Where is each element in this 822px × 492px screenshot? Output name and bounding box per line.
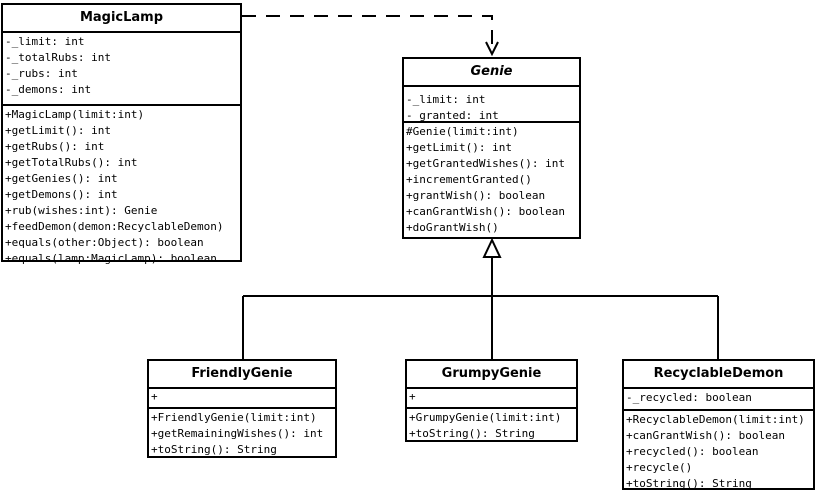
method: +FriendlyGenie(limit:int): [151, 411, 317, 424]
attribute: +: [151, 390, 158, 403]
attribute: -_recycled: boolean: [626, 391, 752, 404]
attribute: -_limit: int: [5, 35, 85, 48]
class-grumpygenie[interactable]: GrumpyGenie + +GrumpyGenie(limit:int) +t…: [405, 359, 578, 442]
method-list: #Genie(limit:int) +getLimit(): int +getG…: [404, 123, 579, 236]
method: +getTotalRubs(): int: [5, 156, 138, 169]
attribute-list: +: [407, 389, 576, 409]
generalization-triangle-head: [482, 237, 502, 258]
method: +equals(lamp:MagicLamp): boolean: [5, 252, 217, 265]
method: +getGrantedWishes(): int: [406, 157, 565, 170]
method: +getRubs(): int: [5, 140, 105, 153]
method: +recycle(): [626, 461, 693, 474]
class-magiclamp[interactable]: MagicLamp -_limit: int -_totalRubs: int …: [1, 3, 242, 265]
attribute: -_rubs: int: [5, 67, 78, 80]
method: +equals(other:Object): boolean: [5, 236, 204, 249]
method-list: +MagicLamp(limit:int) +getLimit(): int +…: [3, 106, 240, 267]
method: #Genie(limit:int): [406, 125, 519, 138]
class-name: GrumpyGenie: [407, 361, 576, 389]
attribute: -_granted: int: [406, 109, 499, 122]
method-list: +RecyclableDemon(limit:int) +canGrantWis…: [624, 411, 813, 492]
method: +getLimit(): int: [5, 124, 111, 137]
method: +RecyclableDemon(limit:int): [626, 413, 805, 426]
method-list: +FriendlyGenie(limit:int) +getRemainingW…: [149, 409, 335, 458]
method: +getGenies(): int: [5, 172, 118, 185]
attribute-list: -_recycled: boolean: [624, 389, 813, 411]
class-name: RecyclableDemon: [624, 361, 813, 389]
class-genie[interactable]: Genie -_limit: int -_granted: int #Genie…: [402, 57, 581, 239]
method: +getRemainingWishes(): int: [151, 427, 324, 440]
method: +MagicLamp(limit:int): [5, 108, 145, 121]
class-name: MagicLamp: [3, 5, 240, 33]
attribute-list: -_limit: int -_totalRubs: int -_rubs: in…: [3, 33, 240, 106]
attribute-list: +: [149, 389, 335, 409]
method: +getLimit(): int: [406, 141, 512, 154]
method: +doGrantWish(): [406, 221, 499, 234]
attribute: -_demons: int: [5, 83, 92, 96]
method: +GrumpyGenie(limit:int): [409, 411, 562, 424]
method: +rub(wishes:int): Genie: [5, 204, 158, 217]
dependency-magiclamp-genie: [242, 15, 493, 52]
attribute: +: [409, 390, 416, 403]
method: +recycled(): boolean: [626, 445, 759, 458]
method: +incrementGranted(): [406, 173, 532, 186]
attribute: -_totalRubs: int: [5, 51, 111, 64]
method: +canGrantWish(): boolean: [626, 429, 785, 442]
method: +toString(): String: [626, 477, 752, 490]
method: +grantWish(): boolean: [406, 189, 546, 202]
class-name: Genie: [404, 59, 579, 87]
class-recyclabledemon[interactable]: RecyclableDemon -_recycled: boolean +Rec…: [622, 359, 815, 490]
method: +toString(): String: [151, 443, 277, 456]
method-list: +GrumpyGenie(limit:int) +toString(): Str…: [407, 409, 576, 442]
method: +getDemons(): int: [5, 188, 118, 201]
method: +toString(): String: [409, 427, 535, 440]
class-friendlygenie[interactable]: FriendlyGenie + +FriendlyGenie(limit:int…: [147, 359, 337, 458]
class-name: FriendlyGenie: [149, 361, 335, 389]
method: +feedDemon(demon:RecyclableDemon): [5, 220, 224, 233]
method: +canGrantWish(): boolean: [406, 205, 565, 218]
attribute-list: -_limit: int -_granted: int: [404, 87, 579, 123]
dependency-arrowhead: [485, 41, 499, 57]
attribute: -_limit: int: [406, 93, 486, 106]
